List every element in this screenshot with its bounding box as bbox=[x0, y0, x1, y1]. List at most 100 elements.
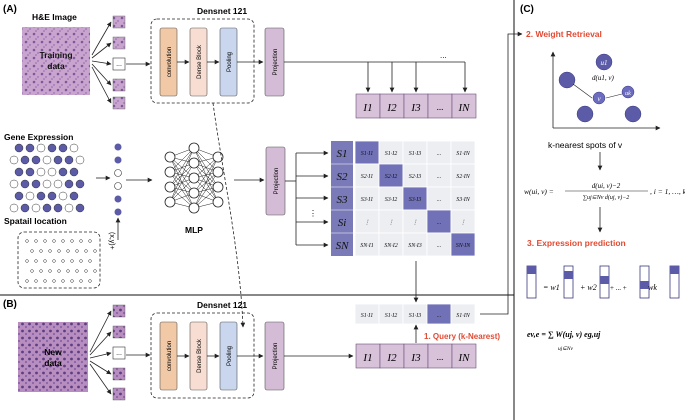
new-embedding-label: I2 bbox=[386, 352, 397, 364]
training-tissue-image bbox=[22, 27, 90, 95]
pool-label-top: Pooling bbox=[227, 52, 233, 72]
spatial-dot bbox=[52, 279, 56, 283]
gene-dot bbox=[42, 203, 52, 213]
spatial-dot bbox=[61, 239, 65, 243]
spatial-dot bbox=[48, 269, 52, 273]
knn-plot: u1 uk v d(u1, v) bbox=[550, 51, 661, 131]
query-cell-label: S1·I3 bbox=[409, 313, 422, 319]
matrix-cell-label: S2·I3 bbox=[409, 174, 422, 180]
matrix-cell-label: S2·I2 bbox=[385, 174, 398, 180]
formula-lhs: w(ui, v) = bbox=[524, 187, 554, 196]
image-embedding-label: I1 bbox=[362, 102, 372, 114]
formula-numerator: d(ui, v)−2 bbox=[592, 182, 621, 190]
projection-label-top: Projection bbox=[273, 49, 279, 76]
image-embedding-label: ... bbox=[437, 102, 444, 112]
spot-embedding-label: SN bbox=[336, 240, 350, 252]
spatial-dot bbox=[84, 249, 88, 253]
matrix-cell-label: ... bbox=[437, 220, 442, 226]
gene-dot-grid bbox=[9, 143, 85, 213]
spatial-dot bbox=[70, 239, 74, 243]
gene-dot bbox=[64, 179, 74, 189]
svg-text:...: ... bbox=[116, 350, 122, 357]
spatial-dot bbox=[93, 249, 97, 253]
spatial-dot bbox=[70, 279, 74, 283]
mlp-edge bbox=[169, 147, 195, 173]
gene-dot bbox=[36, 143, 46, 153]
gene-dot bbox=[69, 167, 79, 177]
matrix-cell-label: S3·I1 bbox=[361, 197, 374, 203]
gene-dot bbox=[25, 167, 35, 177]
spatial-dot bbox=[39, 249, 43, 253]
matrix-cell-label: ⋮ bbox=[412, 219, 418, 226]
spatial-dot bbox=[79, 279, 83, 283]
image-embedding-label: I3 bbox=[410, 102, 421, 114]
matrix-cell-label: SN·I3 bbox=[408, 243, 422, 249]
spatial-dot bbox=[52, 239, 56, 243]
mlp-node bbox=[188, 202, 200, 214]
gene-dot bbox=[64, 155, 74, 165]
mlp-node bbox=[188, 172, 200, 184]
dense-label-top: Dense Block bbox=[197, 44, 203, 79]
gene-dot bbox=[58, 143, 68, 153]
projection-to-spots bbox=[285, 150, 329, 248]
vector-bar-fill bbox=[670, 266, 679, 274]
dense-label-bottom: Dense Block bbox=[197, 338, 203, 373]
spatial-dot bbox=[75, 269, 79, 273]
spatial-dot bbox=[39, 269, 43, 273]
projection-label-bottom: Projection bbox=[273, 343, 279, 370]
distance-label: d(u1, v) bbox=[592, 74, 614, 82]
mlp-node bbox=[212, 151, 224, 163]
new-patch-arrows bbox=[89, 310, 151, 395]
new-patches: ... bbox=[112, 304, 126, 401]
spatial-dot bbox=[66, 249, 70, 253]
spot-embedding-label: Si bbox=[338, 217, 347, 229]
vector-bar-fill bbox=[640, 281, 649, 289]
gene-dot bbox=[53, 179, 63, 189]
weight-term: = w1 bbox=[543, 283, 560, 292]
spatial-location-title: Spatail location bbox=[4, 216, 67, 226]
query-cell-label: S1·I2 bbox=[385, 313, 398, 319]
image-embedding-label: IN bbox=[458, 102, 471, 114]
mlp-node bbox=[164, 181, 176, 193]
densenet-box-top bbox=[150, 18, 255, 104]
gene-dot bbox=[42, 155, 52, 165]
spatial-dot bbox=[88, 279, 92, 283]
gene-dot bbox=[20, 179, 30, 189]
mlp-node bbox=[164, 166, 176, 178]
new-embedding-label: I1 bbox=[362, 352, 372, 364]
spatial-dot bbox=[57, 249, 61, 253]
panel-label-c: (C) bbox=[520, 4, 534, 15]
gene-dot bbox=[14, 191, 24, 201]
mlp-node bbox=[212, 196, 224, 208]
query-cell-label: S1·IN bbox=[456, 313, 470, 319]
spatial-dot bbox=[43, 279, 47, 283]
new-data-label-2: data bbox=[44, 358, 62, 368]
mlp-node bbox=[212, 181, 224, 193]
densenet-title-top: Densnet 121 bbox=[197, 6, 247, 16]
svg-text:...: ... bbox=[116, 61, 122, 68]
training-data-label-1: Training bbox=[39, 50, 72, 60]
formula-rhs: , i = 1, …, k bbox=[650, 187, 685, 196]
gene-dot bbox=[47, 143, 57, 153]
gene-dot bbox=[14, 143, 24, 153]
densenet-title-bottom: Densnet 121 bbox=[197, 300, 247, 310]
spatial-dot bbox=[79, 259, 83, 263]
matrix-cell-label: ... bbox=[437, 243, 442, 249]
mlp-label: MLP bbox=[185, 225, 203, 235]
gene-dot bbox=[58, 191, 68, 201]
gene-dot bbox=[31, 179, 41, 189]
gene-dot bbox=[14, 167, 24, 177]
gene-dot bbox=[31, 155, 41, 165]
spatial-dot bbox=[93, 269, 97, 273]
he-image-title: H&E Image bbox=[32, 12, 77, 22]
spatial-dot bbox=[88, 259, 92, 263]
spatial-dot bbox=[88, 239, 92, 243]
gene-spot-column bbox=[114, 143, 122, 216]
gene-expression-title: Gene Expression bbox=[4, 132, 73, 142]
training-data-label-2: data bbox=[47, 61, 65, 71]
matrix-cell-label: ... bbox=[437, 197, 442, 203]
gene-dot bbox=[69, 143, 79, 153]
spot-vertical-ellipsis: ⋮ bbox=[309, 209, 317, 218]
spatial-dot bbox=[61, 279, 65, 283]
spatial-dot bbox=[25, 279, 29, 283]
